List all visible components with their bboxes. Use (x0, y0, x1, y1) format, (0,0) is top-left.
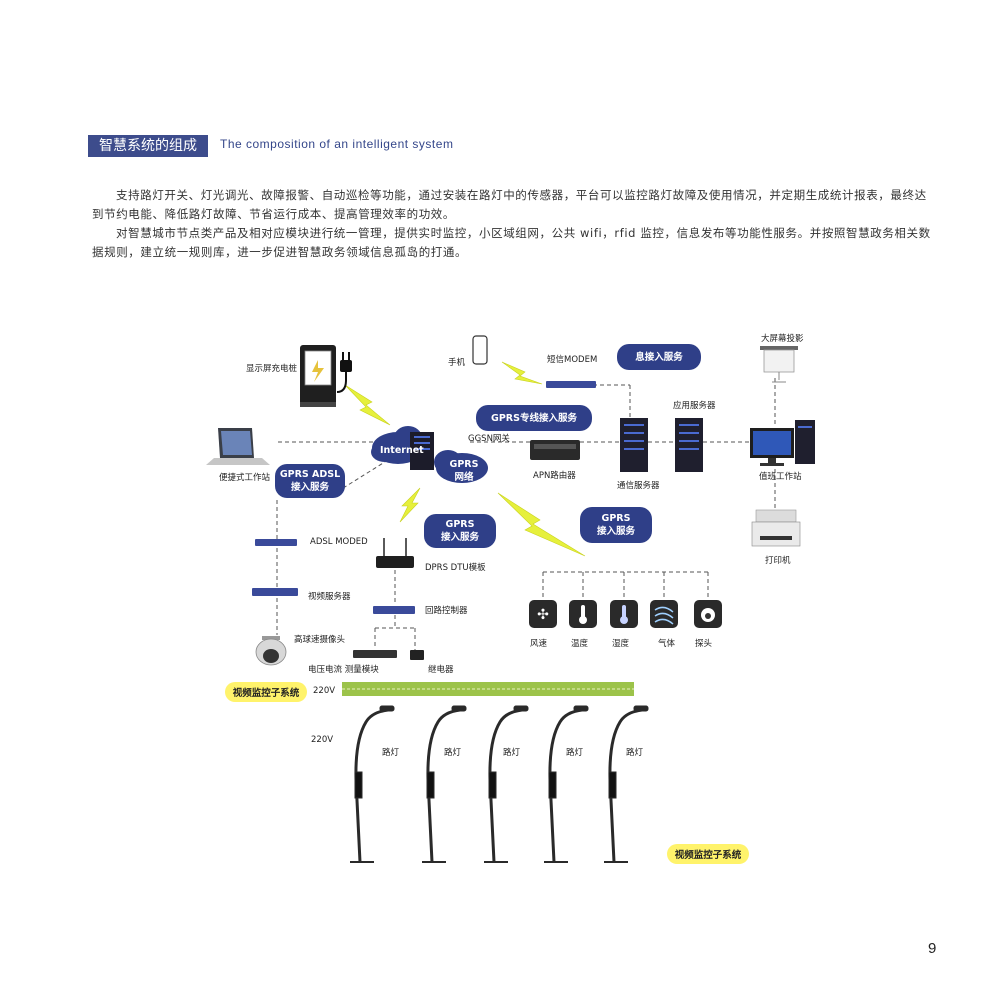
gas-sensor-icon (650, 600, 678, 628)
gprs-adsl-pill: GPRS ADSL 接入服务 (275, 464, 345, 498)
voltage-label-bus: 220V (313, 686, 336, 696)
dome-camera-icon (255, 636, 287, 666)
gas-label: 气体 (658, 639, 676, 649)
gprs-network-pill: GPRS 网络 (449, 459, 479, 483)
dome-camera-label: 高球速摄像头 (294, 635, 346, 645)
app-server-label: 应用服务器 (673, 401, 716, 411)
humidity-label: 湿度 (612, 639, 630, 649)
workstation-label: 值班工作站 (759, 472, 802, 482)
apn-router-icon (530, 440, 580, 460)
phone-label: 手机 (448, 358, 466, 368)
ggsn-label: GGSN网关 (468, 434, 510, 444)
adsl-modem-icon (255, 539, 297, 546)
svg-text:✣: ✣ (537, 607, 549, 623)
section-title-cn: 智慧系统的组成 (88, 135, 208, 157)
wind-sensor-icon: ✣ (529, 600, 557, 628)
phone-icon (472, 335, 488, 365)
dtu-label: DPRS DTU模板 (425, 563, 486, 573)
video-server-label: 视频服务器 (308, 592, 351, 602)
internet-cloud-icon (371, 426, 488, 483)
loop-controller-icon (373, 606, 415, 614)
workstation-icon (750, 420, 815, 466)
app-server-icon (675, 418, 703, 472)
internet-label: Internet (380, 445, 424, 456)
charger-label: 显示屏充电桩 (246, 364, 298, 374)
meter-module-icon (353, 650, 397, 658)
temperature-sensor-icon (569, 600, 597, 628)
paragraph-2: 对智慧城市节点类产品及相对应模块进行统一管理，提供实时监控，小区域组网，公共 w… (92, 226, 931, 259)
probe-label: 探头 (695, 639, 713, 649)
camera-probe-icon (694, 600, 722, 628)
video-subsystem-pill-2: 视频监控子系统 (667, 844, 749, 864)
comm-server-icon (620, 418, 648, 472)
humidity-sensor-icon (610, 600, 638, 628)
relay-label: 继电器 (428, 665, 454, 675)
page-number: 9 (928, 940, 937, 957)
comm-server-label: 通信服务器 (617, 481, 660, 491)
video-server-icon (252, 588, 298, 596)
printer-label: 打印机 (765, 556, 791, 566)
relay-icon (410, 650, 424, 660)
lamp-label-3: 路灯 (503, 748, 521, 758)
charger-icon (300, 345, 352, 407)
lamp-label-2: 路灯 (444, 748, 462, 758)
laptop-icon (206, 428, 270, 465)
sms-modem-icon (546, 381, 596, 388)
gprs-access-pill-1: GPRS 接入服务 (424, 514, 496, 548)
laptop-label: 便捷式工作站 (219, 473, 271, 483)
projector-label: 大屏幕投影 (761, 334, 804, 344)
street-lamp-icons (350, 705, 649, 863)
lightning-icons (344, 361, 586, 557)
printer-icon (751, 509, 801, 547)
gprs-dedicated-pill: GPRS专线接入服务 (476, 405, 592, 431)
wind-label: 风速 (530, 639, 548, 649)
apn-label: APN路由器 (533, 471, 576, 481)
lamp-label-4: 路灯 (566, 748, 584, 758)
projector-screen-icon (760, 346, 798, 383)
section-title-en: The composition of an intelligent system (220, 137, 454, 151)
info-access-pill: 息接入服务 (617, 344, 701, 370)
gprs-access-pill-2: GPRS 接入服务 (580, 507, 652, 543)
video-subsystem-pill-1: 视频监控子系统 (225, 682, 307, 702)
power-bus (342, 682, 634, 696)
lamp-label-1: 路灯 (382, 748, 400, 758)
sms-modem-label: 短信MODEM (547, 355, 598, 365)
paragraph-1: 支持路灯开关、灯光调光、故障报警、自动巡检等功能，通过安装在路灯中的传感器，平台… (92, 188, 927, 221)
loop-controller-label: 回路控制器 (425, 606, 468, 616)
meter-label: 电压电流 测量模块 (308, 665, 379, 675)
dtu-module-icon (376, 538, 414, 568)
lamp-label-5: 路灯 (626, 748, 644, 758)
voltage-label-lamps: 220V (311, 735, 334, 745)
temperature-label: 温度 (571, 639, 589, 649)
adsl-modem-label: ADSL MODED (310, 537, 368, 547)
